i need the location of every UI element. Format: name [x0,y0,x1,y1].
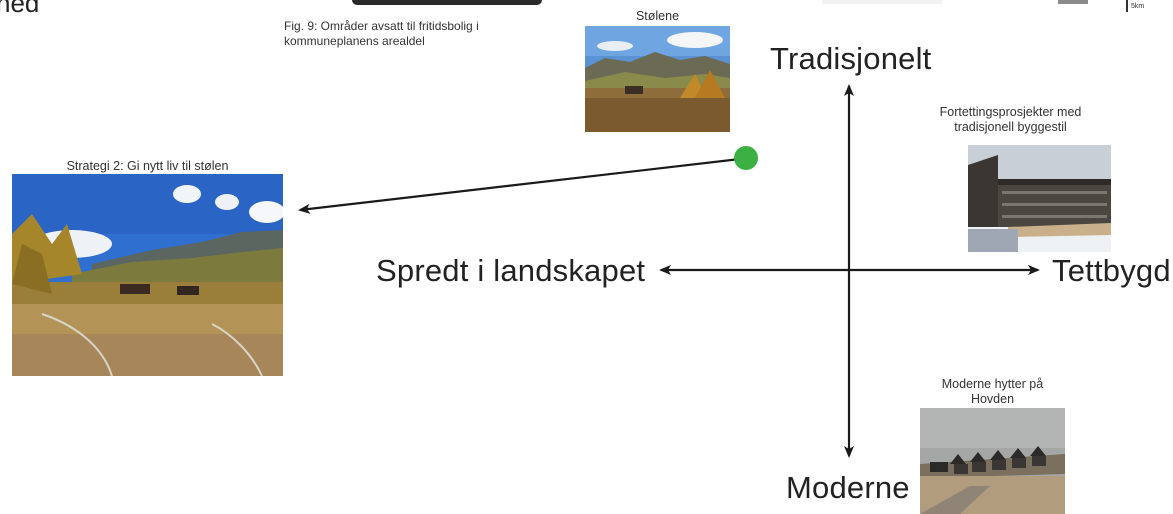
photo-caption-fortetting: Fortettingsprosjekter med tradisjonell b… [939,105,1082,134]
green-marker [734,146,758,170]
map-fragment-top [352,0,542,5]
axis-label-top: Tradisjonelt [770,41,932,76]
map-fragment-top-right [822,0,942,4]
photo-fortetting [968,145,1111,252]
cropped-heading-fragment: ned [0,0,40,18]
photo-caption-strategi: Strategi 2: Gi nytt liv til stølen [66,159,229,173]
photo-caption-stolene: Stølene [635,9,680,23]
photo-strategi [12,174,283,376]
strategy-arrow [298,157,741,214]
figure-caption: Fig. 9: Områder avsatt til fritidsbolig … [284,19,479,48]
scale-bar-tick [1126,0,1128,12]
map-fragment-edge [1058,0,1088,4]
axis-label-bottom: Moderne [786,470,910,505]
photo-caption-moderne: Moderne hytter på Hovden [941,377,1044,406]
photo-moderne [920,408,1065,514]
axis-label-left: Spredt i landskapet [376,253,646,288]
photo-stolene [585,26,730,132]
axis-label-right: Tettbygd [1052,253,1171,288]
scale-label: 5km [1131,3,1145,10]
